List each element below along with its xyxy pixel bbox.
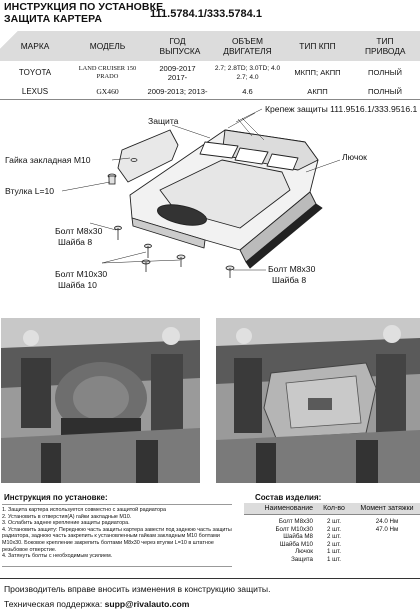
kit-title: Состав изделия: xyxy=(255,493,322,502)
kit-torque: 24.0 Нм xyxy=(375,518,399,525)
col-years: ГОД ВЫПУСКА xyxy=(159,36,201,56)
callout-washer-10: Шайба 10 xyxy=(58,280,97,290)
kit-table: Наименование Кол-во Момент затяжки Болт … xyxy=(244,503,420,564)
kit-row: Болт М8х30 2 шт. 24.0 Нм xyxy=(244,515,420,526)
cell-engine: 2.7; 2.8TD; 3.0TD; 4.0 2.7; 4.0 xyxy=(214,64,281,81)
title-line2: ЗАЩИТА КАРТЕРА xyxy=(4,13,102,25)
table-header-background xyxy=(0,31,420,61)
kit-qty: 1 шт. xyxy=(327,548,341,556)
kit-torque xyxy=(354,533,420,541)
cell-engine: 4.6 xyxy=(242,86,253,96)
col-model: МОДЕЛЬ xyxy=(89,41,126,51)
photo-before xyxy=(1,318,200,483)
kit-qty: 2 шт. xyxy=(327,540,341,548)
kit-col-qty: Кол-во xyxy=(314,503,354,515)
kit-qty: 1 шт. xyxy=(327,555,341,563)
callout-washer-8-b: Шайба 8 xyxy=(272,275,307,285)
kit-name: Лючок xyxy=(295,548,313,556)
instruction-step: 3. Ослабить заднее крепление защиты ради… xyxy=(2,520,130,527)
instruction-step: 2. Установить в отверстия(А) гайки закла… xyxy=(2,513,132,520)
col-brand: МАРКА xyxy=(20,41,50,51)
instructions-list: 1. Защита картера используется совместно… xyxy=(2,504,232,567)
photo-row xyxy=(0,318,420,483)
kit-col-torque: Момент затяжки xyxy=(354,503,420,515)
kit-qty: 2 шт. xyxy=(327,533,341,541)
kit-col-name: Наименование xyxy=(244,503,314,515)
callout-washer-8-a: Шайба 8 xyxy=(58,237,93,247)
title-line1: ИНСТРУКЦИЯ ПО УСТАНОВКЕ xyxy=(4,1,164,13)
kit-torque: 47.0 Нм xyxy=(375,525,399,533)
col-drive: ТИП ПРИВОДА xyxy=(365,36,406,56)
cell-years: 2009-2017 2017- xyxy=(159,63,196,82)
callout-nut: Гайка закладная М10 xyxy=(5,155,91,165)
table-header-row: МАРКА МОДЕЛЬ ГОД ВЫПУСКА ОБЪЕМ ДВИГАТЕЛЯ… xyxy=(0,31,420,61)
instruction-step: 1. Защита картера используется совместно… xyxy=(2,507,167,513)
col-gearbox: ТИП КПП xyxy=(299,41,336,51)
callout-bolt-m10: Болт М10х30 xyxy=(55,269,108,279)
kit-torque xyxy=(354,541,420,549)
cell-drive: ПОЛНЫЙ xyxy=(368,86,402,96)
callout-hatch: Лючок xyxy=(342,152,367,162)
support-label: Техническая поддержка: xyxy=(4,599,103,609)
part-number: 111.5784.1/333.5784.1 xyxy=(150,8,262,20)
footer-disclaimer: Производитель вправе вносить изменения в… xyxy=(4,584,271,594)
callout-guard: Защита xyxy=(148,116,179,126)
callout-bolt-m8-b: Болт М8х30 xyxy=(268,264,316,274)
cell-model: GX460 xyxy=(96,86,119,96)
kit-qty: 2 шт. xyxy=(327,525,341,533)
footer-rule xyxy=(0,578,420,580)
callout-bushing: Втулка L=10 xyxy=(5,186,55,196)
callout-mount: Крепеж защиты 111.9516.1/333.9516.1 xyxy=(265,104,418,114)
cell-drive: ПОЛНЫЙ xyxy=(368,67,402,77)
footer-support: Техническая поддержка: supp@rivalauto.co… xyxy=(4,599,189,609)
cell-model: LAND CRUISER 150 PRADO xyxy=(78,64,137,80)
instructions-title: Инструкция по установке: xyxy=(4,493,108,502)
kit-qty: 2 шт. xyxy=(327,518,341,525)
photo-after xyxy=(216,318,420,483)
kit-row: Болт М10х30 2 шт. 47.0 Нм xyxy=(244,526,420,534)
kit-header-row: Наименование Кол-во Момент затяжки xyxy=(244,503,420,515)
kit-row: Шайба М8 2 шт. xyxy=(244,533,420,541)
kit-torque xyxy=(354,548,420,556)
table-bottom-rule xyxy=(0,99,420,100)
kit-row: Лючок 1 шт. xyxy=(244,548,420,556)
cell-years: 2009-2013; 2013- xyxy=(147,86,208,96)
kit-name: Болт М10х30 xyxy=(275,525,313,533)
cell-brand: LEXUS xyxy=(21,86,49,96)
table-row: TOYOTA LAND CRUISER 150 PRADO 2009-2017 … xyxy=(0,61,420,84)
col-engine: ОБЪЕМ ДВИГАТЕЛЯ xyxy=(223,36,272,56)
kit-name: Болт М8х30 xyxy=(278,518,313,525)
kit-name: Шайба М8 xyxy=(283,533,313,541)
exploded-diagram xyxy=(61,108,341,278)
kit-row: Шайба М10 2 шт. xyxy=(244,541,420,549)
kit-name: Шайба М10 xyxy=(279,540,313,548)
kit-name: Защита xyxy=(291,555,313,563)
cell-brand: TOYOTA xyxy=(18,67,52,77)
kit-torque xyxy=(354,556,420,564)
kit-row: Защита 1 шт. xyxy=(244,556,420,564)
table-row: LEXUS GX460 2009-2013; 2013- 4.6 АКПП ПО… xyxy=(0,84,420,99)
instruction-step: 4. Установить защиту: Переднюю часть защ… xyxy=(2,526,232,553)
instruction-step: 4. Затянуть болты с необходимым усилием. xyxy=(2,553,113,560)
cell-gearbox: АКПП xyxy=(307,86,328,96)
callout-bolt-m8-a: Болт М8х30 xyxy=(55,226,103,236)
vehicle-table: МАРКА МОДЕЛЬ ГОД ВЫПУСКА ОБЪЕМ ДВИГАТЕЛЯ… xyxy=(0,31,420,99)
cell-gearbox: МКПП; АКПП xyxy=(294,67,341,77)
support-email[interactable]: supp@rivalauto.com xyxy=(104,599,190,609)
